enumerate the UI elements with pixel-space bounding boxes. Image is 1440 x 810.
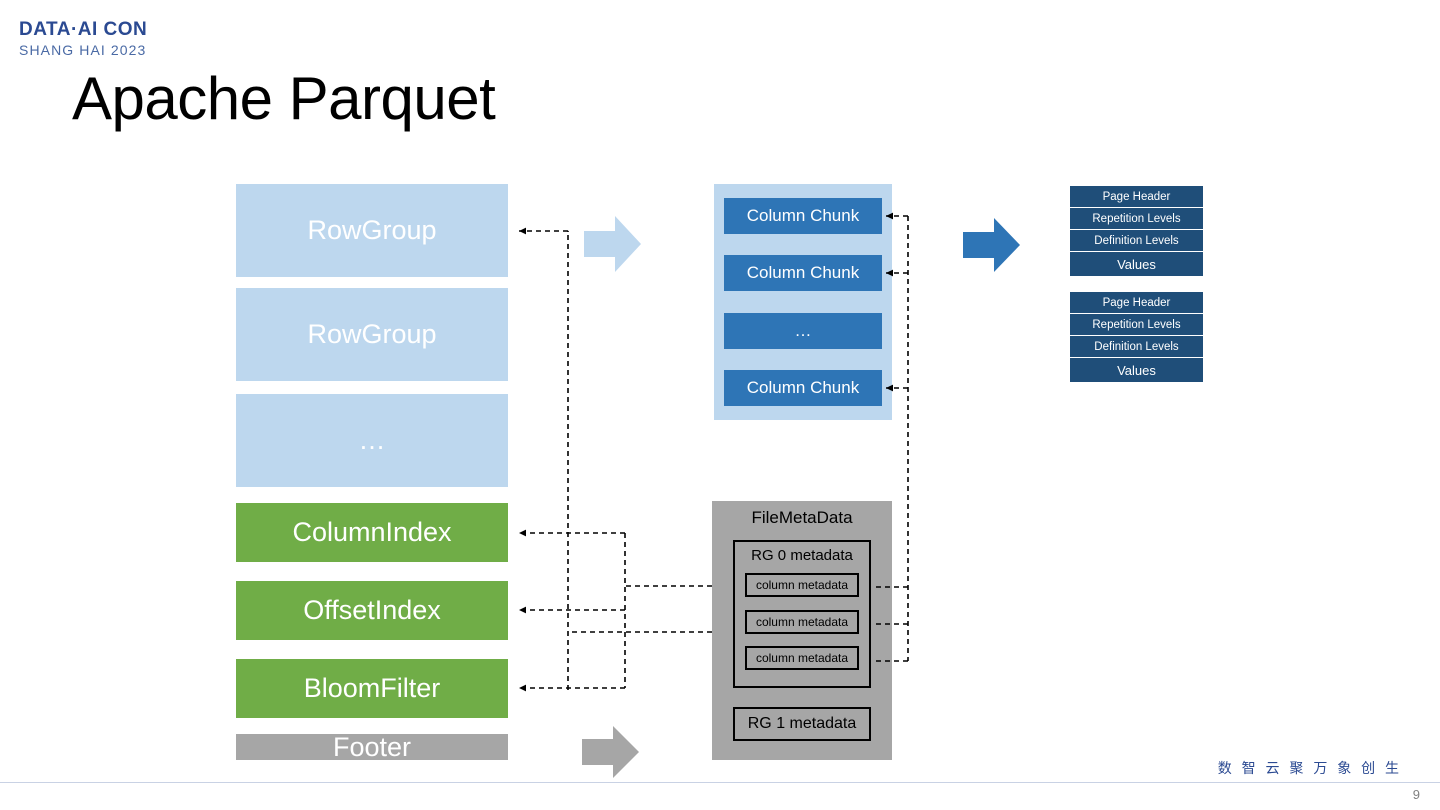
- logo-line-1: DATA·AI CON: [19, 19, 148, 40]
- rowgroup-box-ellipsis: …: [236, 394, 508, 487]
- arrow-chunks-to-pages-icon: [963, 218, 1020, 272]
- page-stack-0: Page Header Repetition Levels Definition…: [1070, 186, 1203, 277]
- rg1-metadata-box: RG 1 metadata: [733, 707, 871, 741]
- conference-logo: DATA·AI CON SHANG HAI 2023: [19, 20, 147, 57]
- columnindex-box: ColumnIndex: [236, 503, 508, 562]
- page-number: 9: [1412, 787, 1420, 802]
- column-chunk-label-3: Column Chunk: [746, 378, 860, 397]
- arrow-footer-to-filemetadata-icon: [582, 726, 639, 778]
- rg1-metadata-label: RG 1 metadata: [747, 715, 857, 732]
- filemetadata-title: FileMetaData: [751, 508, 853, 527]
- column-chunk-1: Column Chunk: [724, 255, 882, 291]
- page-header-row-0: Page Header: [1070, 186, 1203, 207]
- column-metadata-1: column metadata: [745, 610, 859, 634]
- repetition-levels-row-1: Repetition Levels: [1070, 314, 1203, 335]
- column-chunk-label-2: …: [794, 321, 812, 340]
- definition-levels-row-1: Definition Levels: [1070, 336, 1203, 357]
- definition-levels-row-0: Definition Levels: [1070, 230, 1203, 251]
- bloomfilter-box: BloomFilter: [236, 659, 508, 718]
- footer-divider: [0, 782, 1440, 783]
- rg0-metadata-box: RG 0 metadata column metadata column met…: [733, 540, 871, 688]
- column-metadata-label-1: column metadata: [755, 615, 849, 629]
- column-chunk-0: Column Chunk: [724, 198, 882, 234]
- footer-tagline: 数 智 云 聚 万 象 创 生: [1217, 760, 1402, 776]
- column-metadata-0: column metadata: [745, 573, 859, 597]
- values-row-0: Values: [1070, 252, 1203, 276]
- column-chunk-label-1: Column Chunk: [746, 263, 860, 282]
- rowgroup-box-1: RowGroup: [236, 288, 508, 381]
- column-metadata-2: column metadata: [745, 646, 859, 670]
- column-metadata-label-2: column metadata: [755, 651, 849, 665]
- column-chunk-ellipsis: …: [724, 313, 882, 349]
- rg0-metadata-title: RG 0 metadata: [751, 547, 853, 564]
- column-chunk-container: Column Chunk Column Chunk … Column Chunk: [714, 184, 892, 420]
- column-metadata-label-0: column metadata: [755, 578, 849, 592]
- rowgroup-label-2: …: [358, 425, 386, 455]
- filemetadata-container: FileMetaData RG 0 metadata column metada…: [712, 501, 892, 760]
- column-chunk-label-0: Column Chunk: [746, 206, 860, 225]
- columnindex-label: ColumnIndex: [292, 517, 452, 547]
- logo-line-2: SHANG HAI 2023: [19, 42, 147, 58]
- values-row-1: Values: [1070, 358, 1203, 382]
- rowgroup-label-0: RowGroup: [307, 215, 437, 245]
- footer-box-label: Footer: [332, 731, 412, 762]
- offsetindex-label: OffsetIndex: [303, 595, 441, 625]
- footer-box: Footer: [236, 731, 508, 762]
- offsetindex-box: OffsetIndex: [236, 581, 508, 640]
- repetition-levels-row-0: Repetition Levels: [1070, 208, 1203, 229]
- page-header-row-1: Page Header: [1070, 292, 1203, 313]
- rowgroup-box-0: RowGroup: [236, 184, 508, 277]
- arrow-rowgroup-to-chunks-icon: [584, 216, 641, 272]
- rowgroup-label-1: RowGroup: [307, 319, 437, 349]
- slide-title: Apache Parquet: [72, 65, 496, 132]
- column-chunk-3: Column Chunk: [724, 370, 882, 406]
- bloomfilter-label: BloomFilter: [303, 673, 441, 703]
- page-stack-1: Page Header Repetition Levels Definition…: [1070, 292, 1203, 383]
